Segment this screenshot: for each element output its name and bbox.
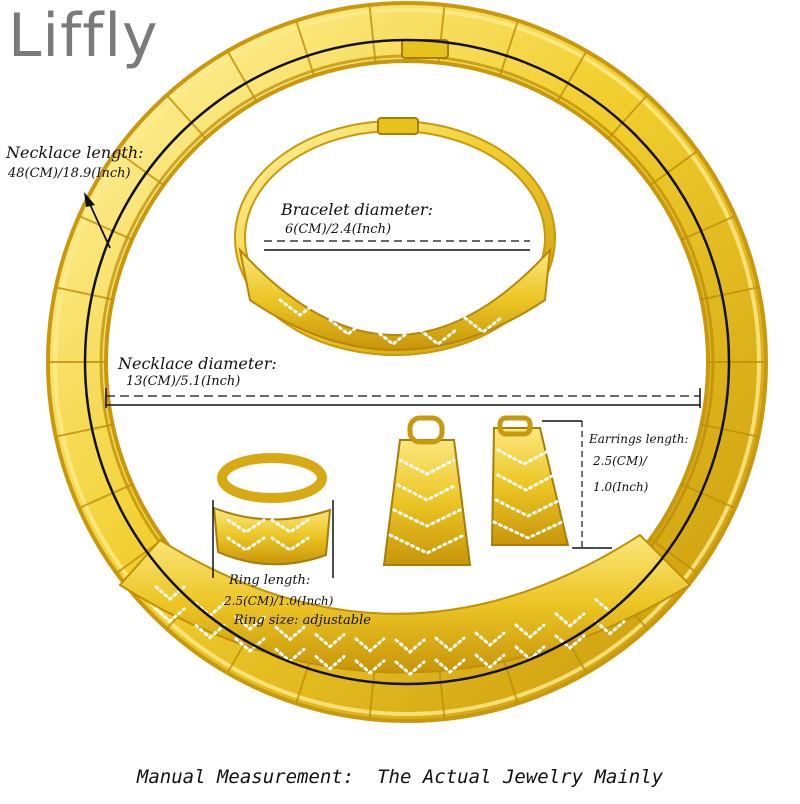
ring-size-label: Ring size: adjustable	[234, 613, 371, 628]
footer-note: Manual Measurement: The Actual Jewelry M…	[136, 766, 664, 788]
length-arrow	[84, 192, 111, 249]
necklace-length-value: 48(CM)/18.9(Inch)	[8, 166, 131, 181]
bracelet	[234, 117, 556, 356]
earrings-length-value-inch: 1.0(Inch)	[593, 480, 649, 494]
necklace-length-title: Necklace length:	[6, 143, 144, 162]
ring-length-title: Ring length:	[229, 573, 311, 588]
earrings	[382, 415, 612, 566]
necklace-diameter-value: 13(CM)/5.1(Inch)	[126, 374, 241, 389]
brand-logo: Liffly	[8, 1, 159, 71]
necklace-diameter-title: Necklace diameter:	[118, 354, 277, 373]
necklace	[46, 1, 768, 723]
ring	[212, 453, 334, 578]
necklace-diameter-line	[105, 388, 701, 408]
bracelet-diameter-value: 6(CM)/2.4(Inch)	[285, 222, 392, 237]
earrings-length-value-cm: 2.5(CM)/	[593, 454, 647, 468]
ring-length-value: 2.5(CM)/1.0(Inch)	[224, 594, 334, 608]
bracelet-diameter-title: Bracelet diameter:	[281, 200, 433, 219]
earrings-length-title: Earrings length:	[589, 432, 689, 446]
